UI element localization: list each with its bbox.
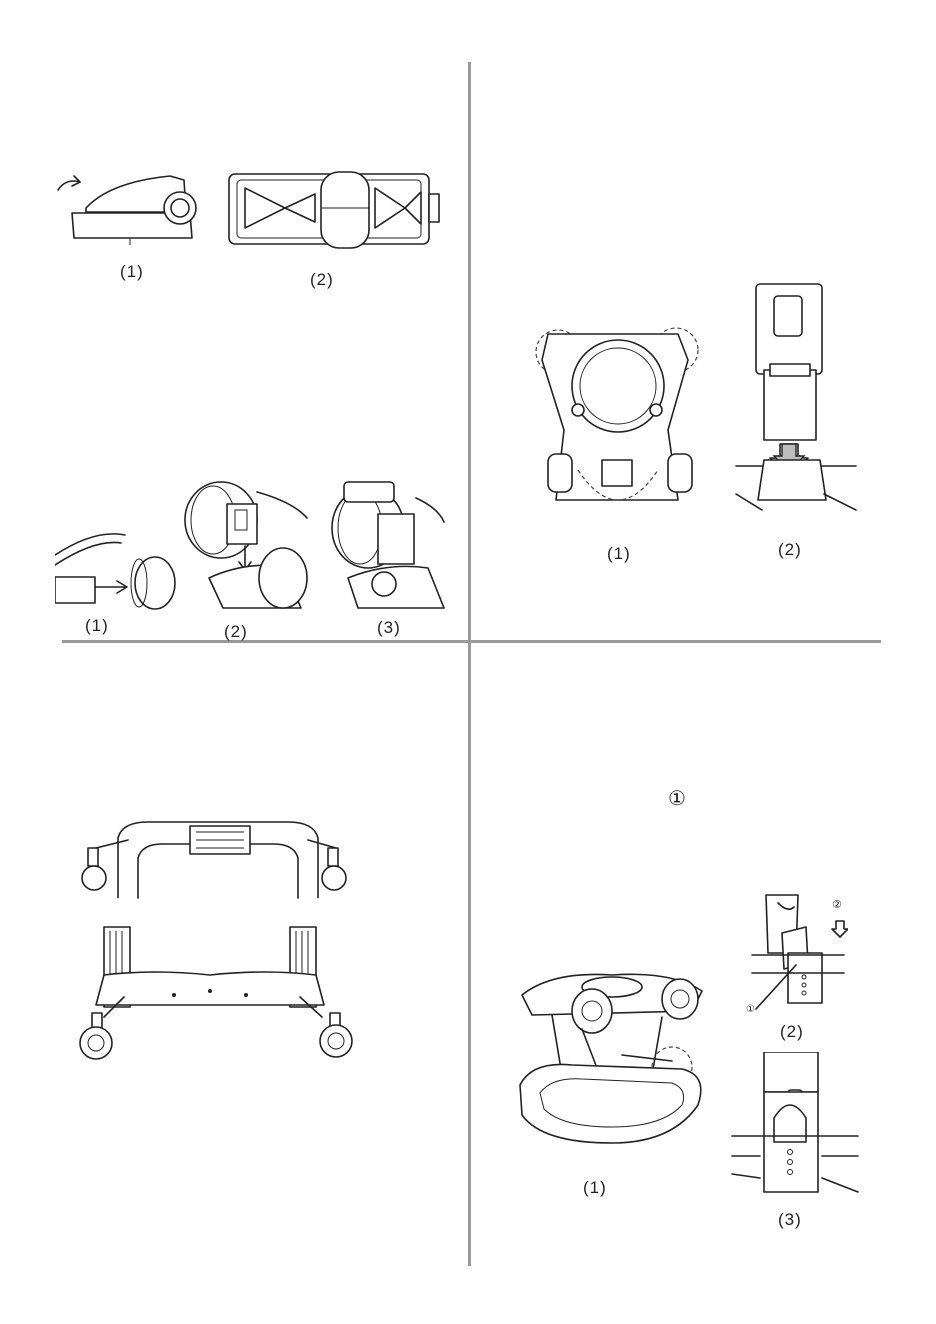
caption-top-right-2: (2) [778, 540, 802, 560]
wheel-locked-illustration [328, 478, 446, 610]
detail-marker-1: ① [746, 1004, 755, 1015]
caption-bottom-right-1: (1) [583, 1178, 607, 1198]
horizontal-divider-left [62, 640, 468, 643]
wheel-mount-illustration [183, 478, 313, 610]
caption-top-left-3: (1) [85, 616, 109, 636]
tray-side-illustration [50, 168, 205, 248]
step-marker: ① [668, 786, 686, 810]
caption-top-left-4: (2) [224, 622, 248, 642]
caption-top-left-5: (3) [377, 618, 401, 638]
leg-locked-detail-illustration [730, 1052, 860, 1202]
caption-top-left-1: (1) [120, 262, 144, 282]
caption-bottom-right-3: (3) [778, 1210, 802, 1230]
caption-bottom-right-2: (2) [780, 1022, 804, 1042]
tray-top-illustration [225, 168, 445, 253]
walker-assembled-illustration [512, 965, 712, 1155]
walker-base-top-illustration [528, 320, 703, 515]
wheel-insert-illustration [55, 525, 180, 610]
leg-lock-detail-illustration [748, 893, 848, 1018]
horizontal-divider-right [471, 640, 881, 643]
caption-top-left-2: (2) [310, 270, 334, 290]
seat-insert-illustration [732, 280, 862, 520]
caption-top-right-1: (1) [607, 544, 631, 564]
base-rear-casters-illustration [74, 925, 364, 1065]
detail-marker-2: ② [832, 898, 842, 911]
base-front-casters-illustration [78, 818, 368, 903]
vertical-divider [468, 62, 471, 1266]
